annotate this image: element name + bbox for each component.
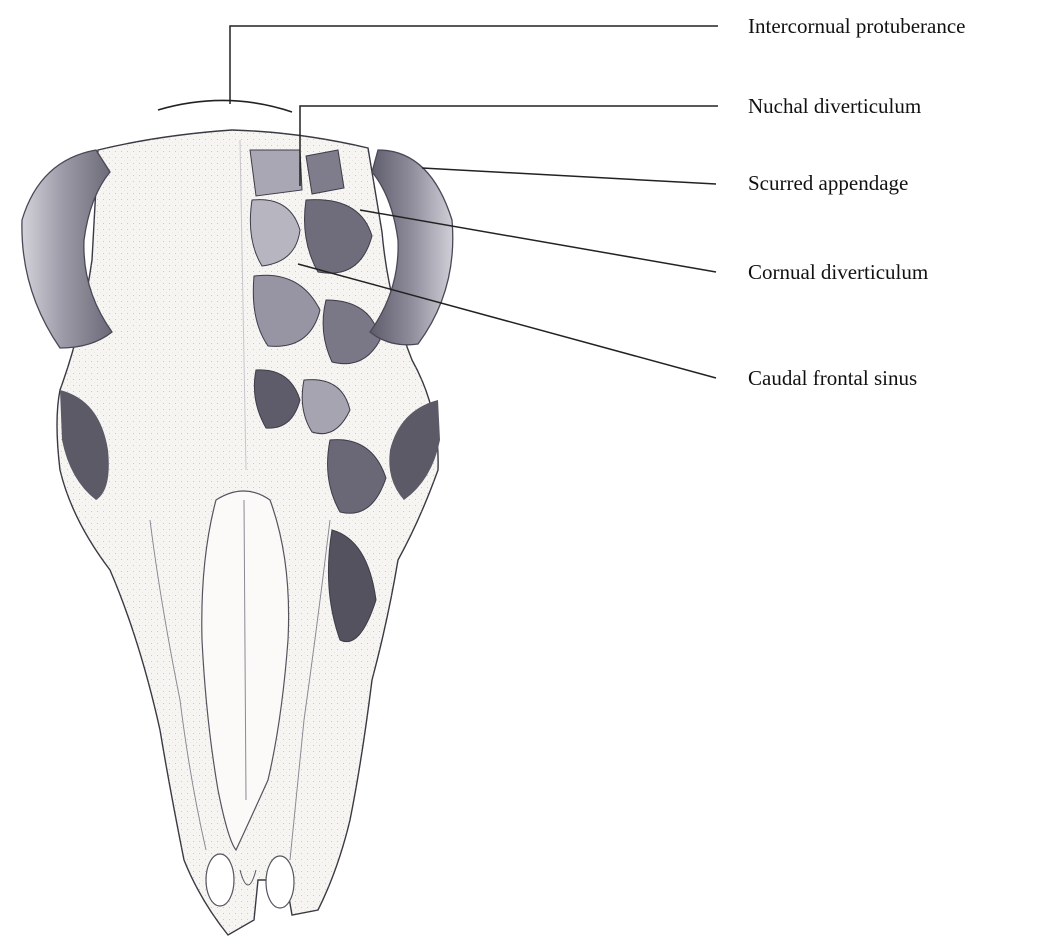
leader-scurred: [422, 168, 716, 184]
intercornual-bracket: [158, 100, 292, 112]
label-intercornual-protuberance: Intercornual protuberance: [748, 16, 965, 37]
label-scurred-appendage: Scurred appendage: [748, 173, 908, 194]
skull-body: [57, 130, 438, 935]
label-nuchal-diverticulum: Nuchal diverticulum: [748, 96, 921, 117]
leader-intercornual: [230, 26, 718, 104]
label-caudal-frontal-sinus: Caudal frontal sinus: [748, 368, 917, 389]
label-cornual-diverticulum: Cornual diverticulum: [748, 262, 928, 283]
